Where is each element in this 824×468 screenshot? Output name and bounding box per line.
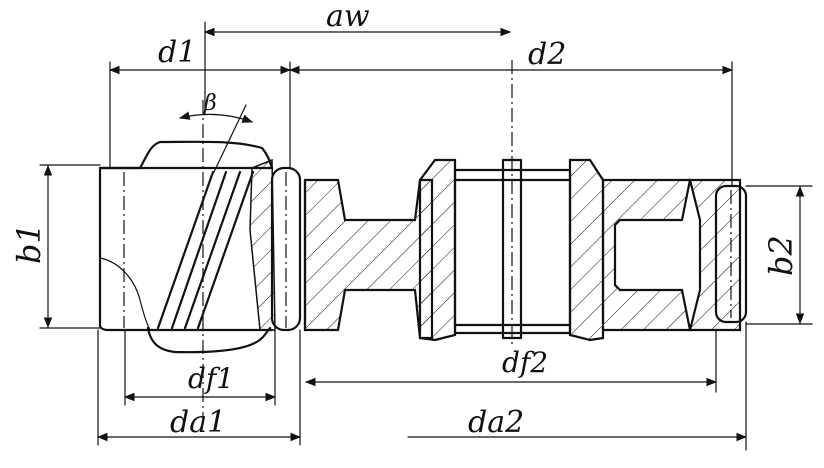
wheel-gear-section	[303, 60, 748, 345]
label-d2: d2	[528, 37, 566, 72]
label-d1: d1	[158, 35, 196, 70]
label-da2: da2	[468, 405, 524, 440]
dimensions	[39, 21, 813, 451]
label-b1: b1	[10, 223, 48, 264]
label-beta: β	[203, 91, 217, 116]
label-b2: b2	[762, 235, 800, 276]
label-df2: df2	[502, 346, 548, 379]
pinion-gear	[98, 100, 302, 420]
label-da1: da1	[170, 405, 226, 440]
label-df1: df1	[188, 362, 234, 395]
label-aw: aw	[326, 0, 370, 34]
